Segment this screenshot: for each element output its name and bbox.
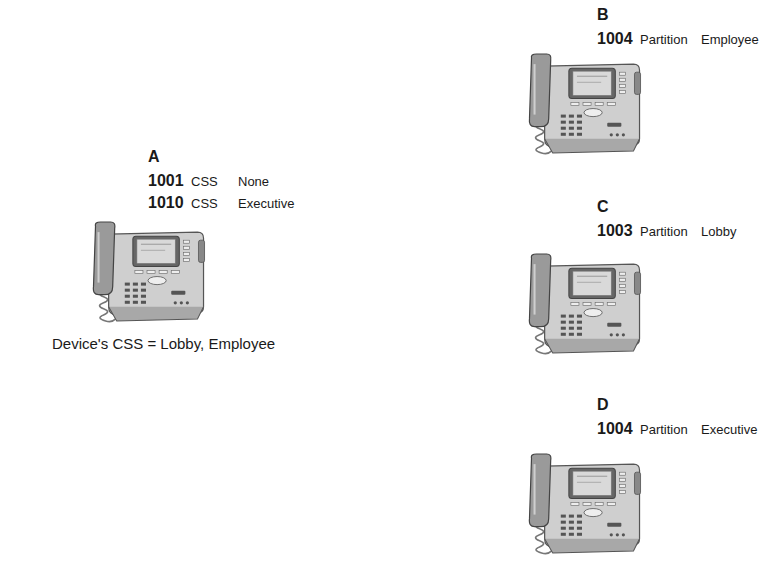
setting-value: Lobby: [701, 225, 736, 239]
phone-letter: C: [597, 198, 609, 216]
setting-key: Partition: [640, 225, 688, 239]
directory-number: 1010: [148, 194, 184, 212]
phone-d: [529, 454, 640, 554]
setting-value: Executive: [701, 423, 757, 437]
directory-number: 1003: [597, 222, 633, 240]
setting-value: Executive: [238, 197, 294, 211]
phone-letter: D: [597, 396, 609, 414]
directory-number: 1001: [148, 172, 184, 190]
directory-number: 1004: [597, 30, 633, 48]
phone-letter: A: [148, 148, 160, 166]
setting-key: CSS: [191, 197, 218, 211]
device-css-note: Device's CSS = Lobby, Employee: [52, 336, 275, 353]
phone-letter: B: [597, 6, 609, 24]
phone-c: [529, 254, 640, 354]
directory-number: 1004: [597, 420, 633, 438]
setting-key: CSS: [191, 175, 218, 189]
setting-key: Partition: [640, 33, 688, 47]
phone-a: [93, 222, 204, 322]
setting-value: Employee: [701, 33, 759, 47]
setting-key: Partition: [640, 423, 688, 437]
phone-b: [529, 54, 640, 154]
setting-value: None: [238, 175, 269, 189]
